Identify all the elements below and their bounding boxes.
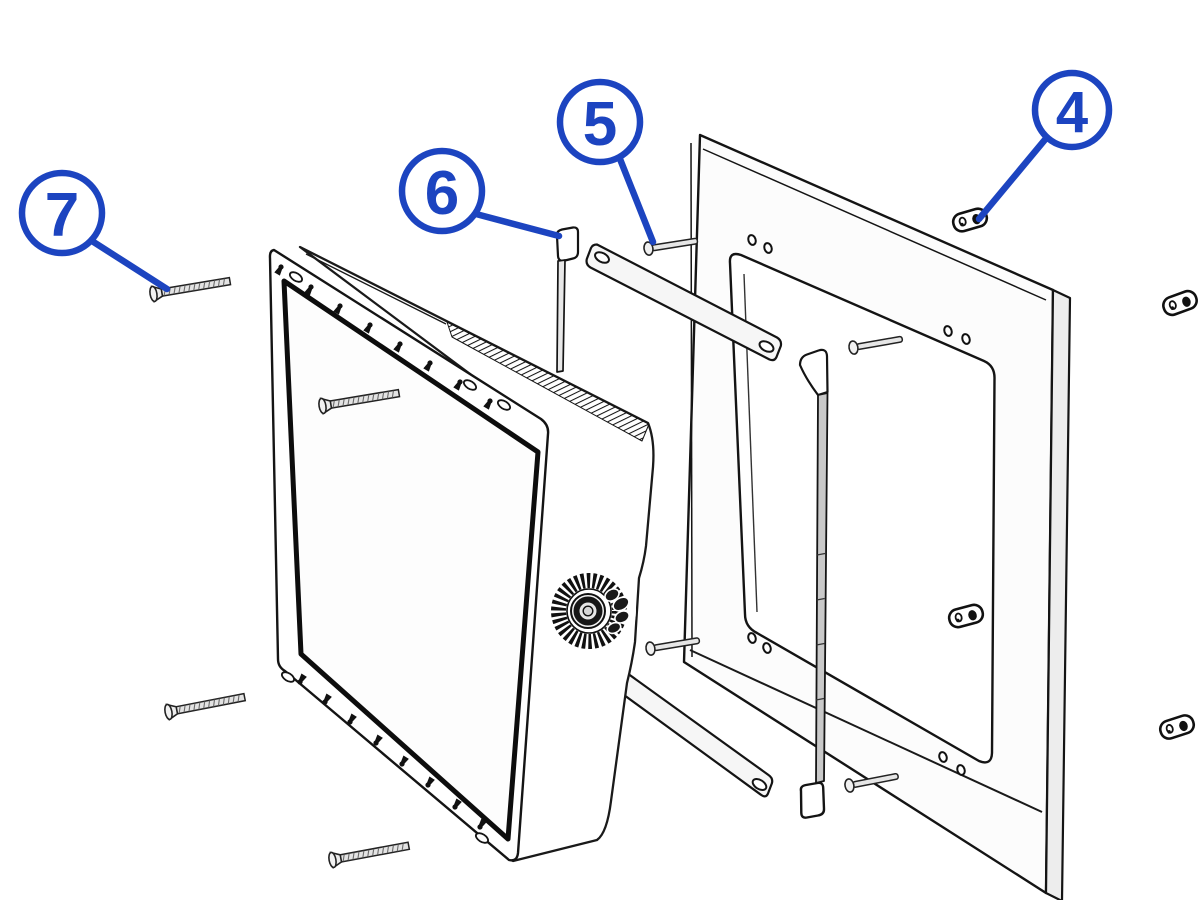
device-front-face <box>281 278 541 842</box>
panel-top-chamfer-line <box>702 148 1047 301</box>
callout-leader-line <box>472 210 563 240</box>
flange-holes <box>280 271 512 844</box>
callout-number: 4 <box>1056 80 1088 145</box>
knob-center <box>582 605 594 617</box>
knob-side-detail <box>604 588 630 635</box>
top-strip <box>585 243 783 362</box>
callout-circle <box>556 78 644 166</box>
device-body <box>298 245 655 863</box>
bracket-right-lower <box>1156 711 1198 743</box>
callout-circle <box>18 169 106 257</box>
callout-circle <box>1031 69 1113 151</box>
panel-right-thickness <box>1044 288 1072 900</box>
bottom-strip <box>615 666 774 798</box>
pan-screw-top-right <box>847 331 905 356</box>
callout-leader-line <box>616 155 657 246</box>
long-screw-bottom-center <box>326 837 411 869</box>
callouts: 4 5 6 7 <box>18 69 1113 293</box>
display-unit <box>268 245 655 863</box>
gasket-bottom-tab <box>799 781 826 819</box>
bracket-middle <box>945 601 987 631</box>
long-screw-bottom-left <box>162 688 247 721</box>
gasket-top-left-tab <box>555 226 580 262</box>
gasket-left-strip <box>556 259 566 373</box>
callout-number: 7 <box>45 181 79 250</box>
device-heatsink-hatch <box>446 321 650 442</box>
gasket-frame <box>555 226 829 819</box>
callout-circle <box>398 147 486 235</box>
panel-left-edge-line <box>690 142 693 658</box>
panel-screw-holes <box>747 234 971 776</box>
callout-7: 7 <box>18 169 171 293</box>
callout-6: 6 <box>398 147 563 240</box>
callout-5: 5 <box>556 78 657 246</box>
callout-4: 4 <box>975 69 1113 223</box>
bracket-right-upper <box>1159 287 1200 319</box>
gasket-right-tab <box>798 348 829 397</box>
callout-number: 5 <box>583 90 617 159</box>
bottom-strip-hole <box>751 777 768 792</box>
callout-leader-line <box>975 132 1052 223</box>
callout-leader-line <box>88 237 171 293</box>
trim-strips <box>585 243 783 798</box>
gasket-strip-ticks <box>815 552 826 701</box>
device-top-edge-line <box>305 253 447 325</box>
top-strip-hole-left <box>594 251 610 264</box>
top-strip-hole-right <box>758 340 775 353</box>
panel-recess-line <box>689 649 1043 813</box>
gasket-right-strip <box>815 392 829 784</box>
mounting-panel <box>682 133 1072 900</box>
callout-number: 6 <box>425 159 459 228</box>
rotary-knob <box>542 564 636 658</box>
